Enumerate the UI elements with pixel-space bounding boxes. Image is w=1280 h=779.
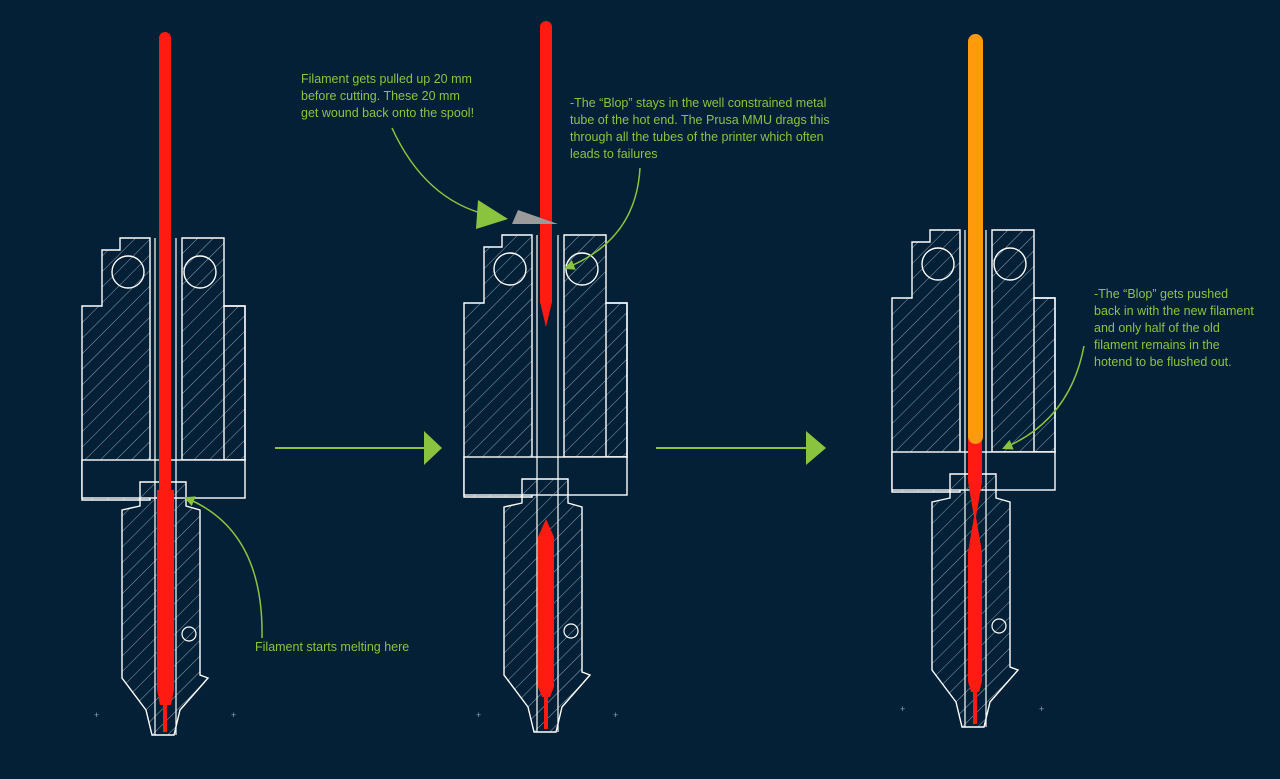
hotend-stage-2: + +: [463, 21, 628, 733]
old-filament-stage-2: [538, 21, 554, 729]
old-filament-stage-3: [968, 437, 982, 724]
heatbreak-block: [463, 234, 628, 498]
svg-text:+: +: [613, 710, 618, 720]
annotation-filament-pulled-up: Filament gets pulled up 20 mm before cut…: [301, 72, 475, 120]
svg-text:+: +: [231, 710, 236, 720]
process-arrow-1: [275, 431, 442, 465]
hotend-stage-1: + +: [81, 32, 246, 736]
hotend-stage-3: + +: [891, 34, 1056, 728]
leader-arrow-pull: [391, 127, 508, 229]
annotation-filament-starts-melting: Filament starts melting here: [255, 640, 410, 654]
svg-text:+: +: [94, 710, 99, 720]
cutter-blade: [512, 210, 558, 224]
svg-text:+: +: [900, 704, 905, 714]
svg-text:+: +: [476, 710, 481, 720]
heatbreak-block: [81, 237, 246, 501]
svg-text:+: +: [1039, 704, 1044, 714]
process-arrow-2: [656, 431, 826, 465]
old-filament-stage-1: [157, 32, 174, 732]
leader-arrow-blop: [564, 167, 641, 270]
leader-arrow-pushed: [1002, 345, 1085, 450]
annotation-blop-pushed-back: -The “Blop” gets pushed back in with the…: [1094, 287, 1254, 369]
leader-arrow-melt: [184, 496, 263, 639]
annotation-blop-stays: -The “Blop” stays in the well constraine…: [570, 96, 830, 161]
new-filament-stage-3: [968, 34, 983, 444]
